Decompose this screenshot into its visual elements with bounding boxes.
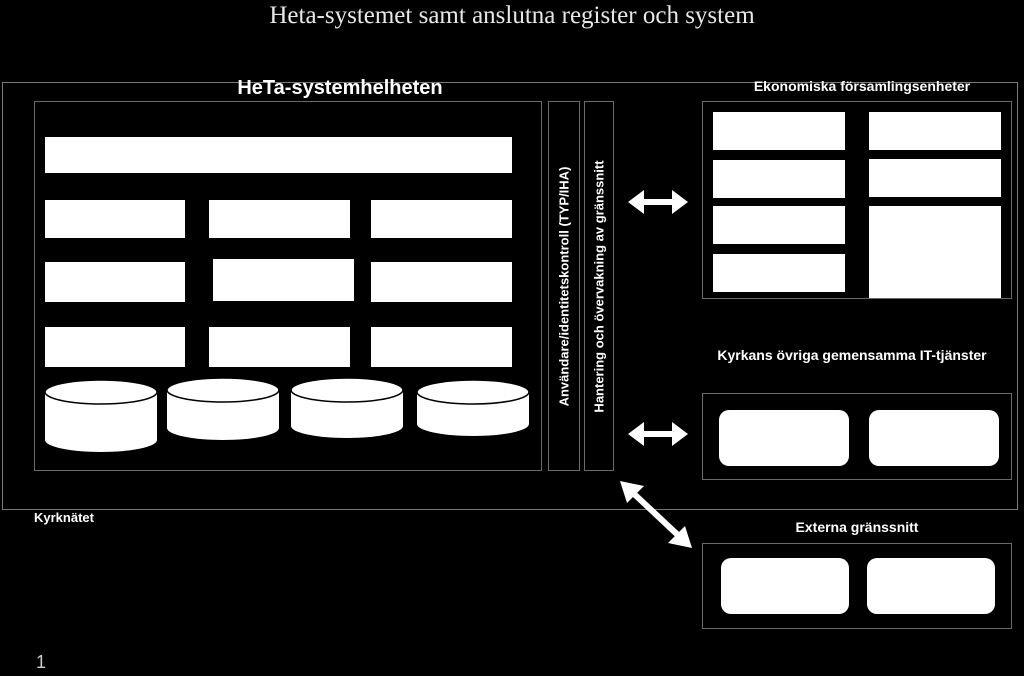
module-box-r3c2 <box>209 327 350 367</box>
unit-box-l3 <box>713 206 845 244</box>
slide-title: Heta-systemet samt anslutna register och… <box>269 2 755 29</box>
module-box-r2c3 <box>371 262 512 302</box>
unit-box-r2 <box>869 159 1001 197</box>
kyrkans-heading: Kyrkans övriga gemensamma IT-tjänster <box>717 347 987 363</box>
ekonomiska-frame <box>702 101 1012 299</box>
user-identity-control-label: Användare/identitetskontroll (TYP/IHA) <box>556 166 572 406</box>
heta-system-frame <box>34 101 542 471</box>
unit-box-l2 <box>713 160 845 198</box>
database-cylinder-3 <box>290 377 404 438</box>
user-identity-control-bar: Användare/identitetskontroll (TYP/IHA) <box>548 101 580 471</box>
module-box-r1c2 <box>209 200 350 238</box>
unit-box-r1 <box>869 112 1001 150</box>
module-box-r1c3 <box>371 200 512 238</box>
unit-box-l1 <box>713 112 845 150</box>
kyrknatet-label: Kyrknätet <box>34 510 94 525</box>
unit-box-l4 <box>713 254 845 292</box>
database-cylinder-1 <box>44 379 158 452</box>
arrow-externa <box>620 481 692 548</box>
system-bar-top <box>45 137 512 173</box>
it-service-box-1 <box>719 410 849 466</box>
externa-frame <box>702 543 1012 629</box>
database-cylinder-4 <box>416 379 530 436</box>
database-cylinder-2 <box>166 377 280 440</box>
interface-monitoring-label: Hantering och övervakning av gränssnitt <box>591 159 607 413</box>
interface-monitoring-bar: Hantering och övervakning av gränssnitt <box>584 101 614 471</box>
module-box-r3c1 <box>45 327 185 367</box>
module-box-r2c1 <box>45 262 185 302</box>
unit-box-r3 <box>869 206 1001 298</box>
it-service-box-2 <box>869 410 999 466</box>
externa-heading: Externa gränssnitt <box>795 519 919 535</box>
ekonomiska-heading: Ekonomiska församlingsenheter <box>753 78 971 94</box>
external-interface-box-1 <box>721 558 849 614</box>
external-interface-box-2 <box>867 558 995 614</box>
arrow-kyrkans <box>628 422 688 446</box>
module-box-r1c1 <box>45 200 185 238</box>
module-box-r3c3 <box>371 327 512 367</box>
module-box-r2c2 <box>213 259 354 301</box>
kyrknatet-frame <box>2 82 1018 510</box>
arrows <box>620 190 692 548</box>
heta-heading: HeTa-systemhelheten <box>237 77 443 99</box>
page-number: 1 <box>36 652 47 672</box>
arrow-ekonomiska <box>628 190 688 214</box>
kyrkans-frame <box>702 393 1012 480</box>
